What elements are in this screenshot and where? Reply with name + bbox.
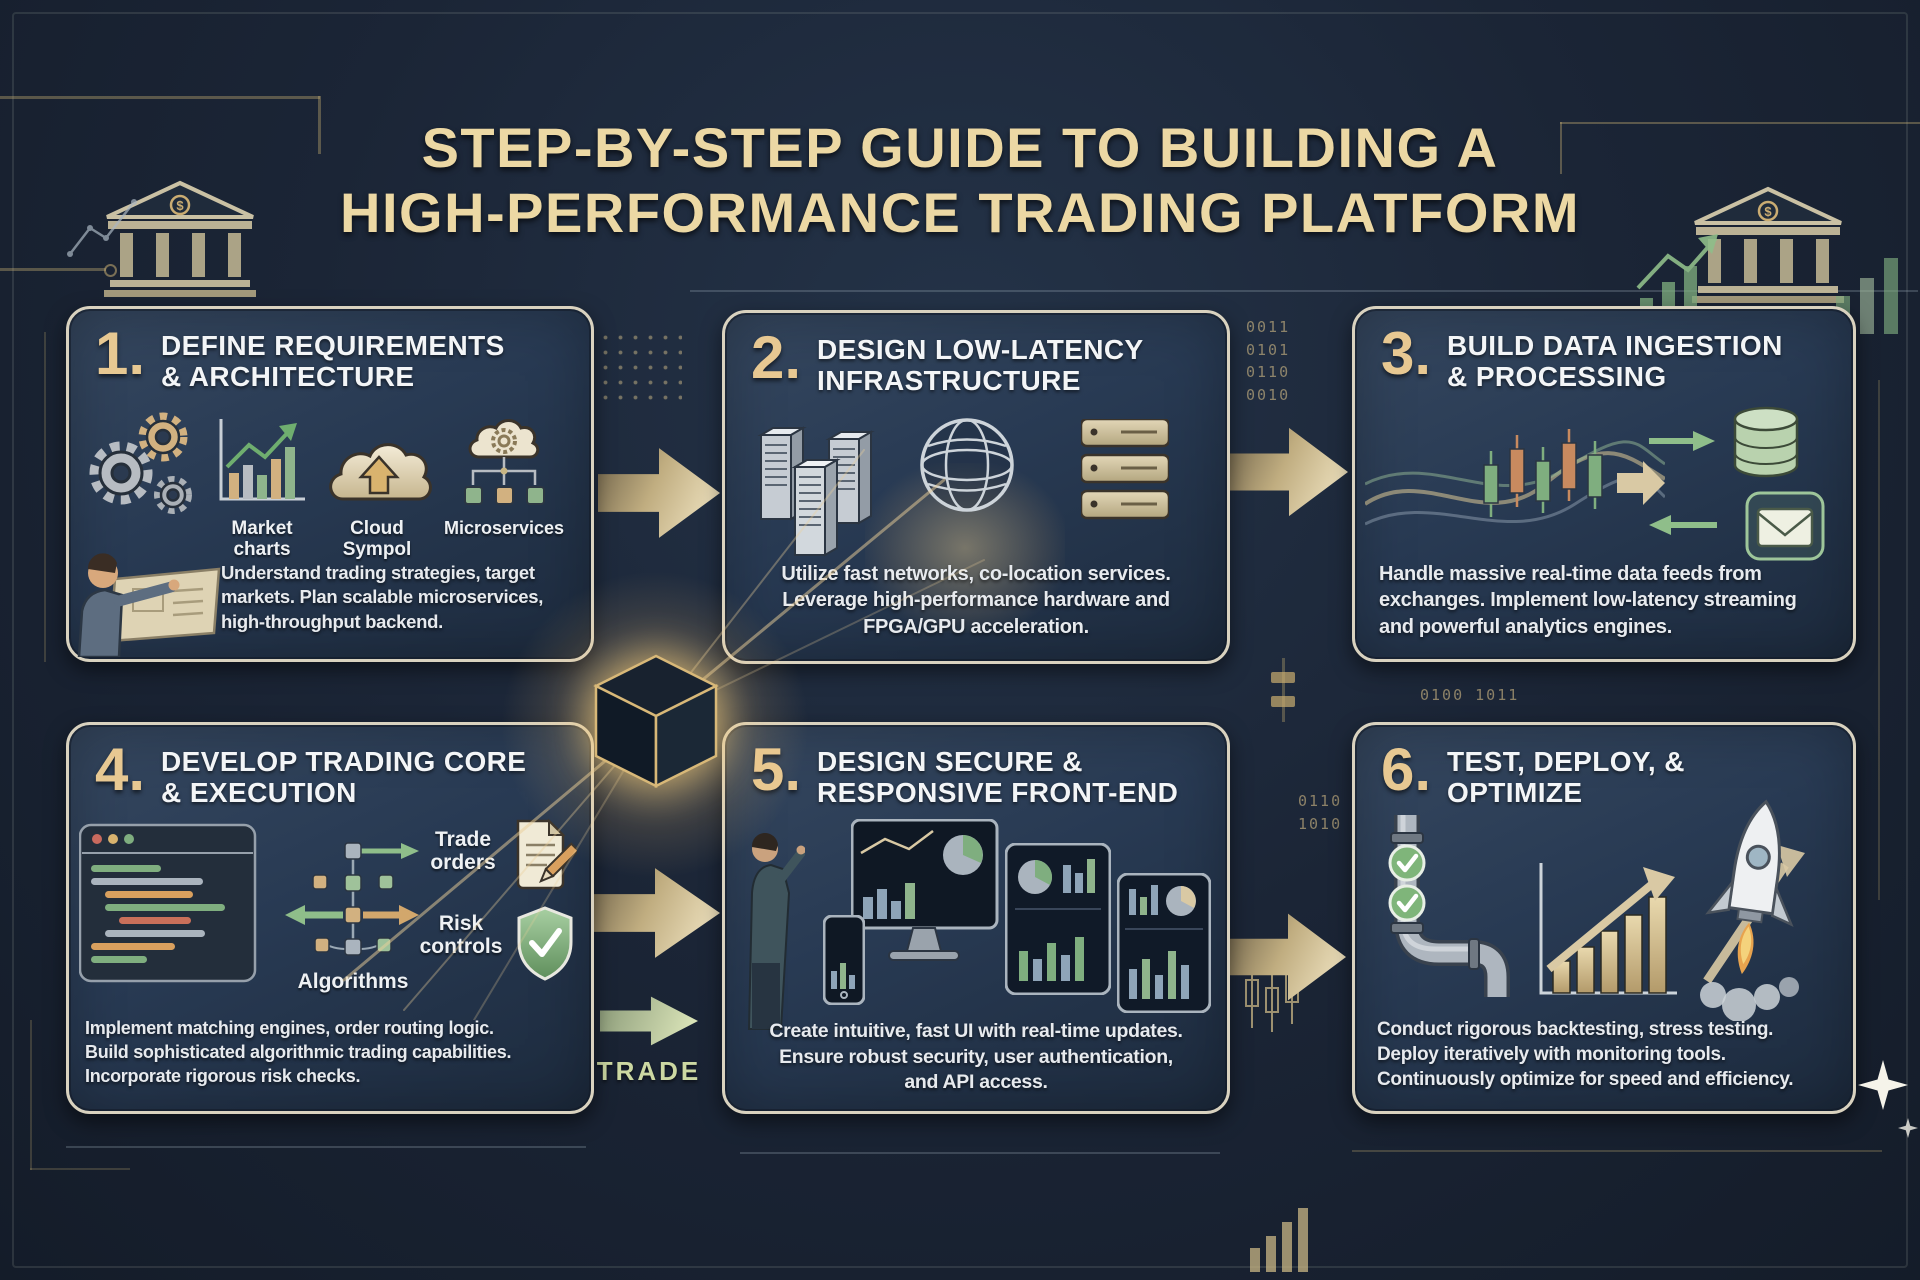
trade-arrow-icon [600,996,698,1046]
icon-label: Algorithms [297,970,409,993]
step-title: TEST, DEPLOY, & OPTIMIZE [1447,746,1685,808]
svg-text:$: $ [1764,204,1772,219]
step-description: Understand trading strategies, target ma… [221,562,544,632]
bank-building-icon: $ [1692,186,1844,303]
circuit-line [44,332,46,662]
step-4-header: 4. DEVELOP TRADING CORE & EXECUTION [95,736,577,809]
sparkle-icon [1898,1118,1918,1138]
step-number: 4. [95,736,146,803]
circuit-line [318,96,321,154]
flow-arrow-step4-to-5 [590,868,720,958]
icon-label: Risk controls [419,912,503,958]
circuit-line [1560,122,1920,124]
gears-icon [89,412,192,514]
dot-grid-decoration [598,330,682,404]
step-number: 1. [95,320,146,387]
binary-text-decoration: 0110 1010 [1298,792,1343,833]
market-chart-icon [219,419,305,501]
step-number: 2. [751,324,802,391]
database-envelope-icon [1649,406,1825,561]
flow-arrow-step1-to-2 [598,448,720,538]
step-description: Handle massive real-time data feeds from… [1379,563,1797,638]
flow-arrow-step2-to-3 [1230,427,1348,517]
circuit-node [104,264,117,277]
circuit-line [0,268,106,271]
trade-orders-document-icon [516,818,577,890]
microservices-icon [464,419,545,505]
step-5-panel: 5. DESIGN SECURE & RESPONSIVE FRONT-END [722,722,1230,1114]
tablet-charts-icon [1117,873,1211,1013]
circuit-capacitor [1271,696,1295,707]
page-title-line1: STEP-BY-STEP GUIDE TO BUILDING A [421,116,1499,179]
step-5-header: 5. DESIGN SECURE & RESPONSIVE FRONT-END [751,736,1213,809]
mini-bars-decoration [1250,1208,1308,1272]
icon-label: Cloud Sympol [342,518,412,560]
circuit-line [1282,658,1285,722]
glowing-cube-icon [593,654,719,789]
circuit-line [30,1020,32,1170]
circuit-line [1352,1150,1882,1152]
circuit-line [66,1146,586,1148]
trade-label: TRADE [596,1056,702,1086]
circuit-capacitor [1271,672,1295,683]
icon-label: Market charts [231,518,293,560]
circuit-line [30,1168,130,1170]
step-6-panel: 6. TEST, DEPLOY, & OPTIMIZE [1352,722,1856,1114]
circuit-line [740,1152,1220,1154]
step-6-header: 6. TEST, DEPLOY, & OPTIMIZE [1381,736,1839,809]
risk-shield-icon [517,906,573,981]
circuit-line [690,290,1918,292]
server-rack-icon [1081,419,1169,520]
step-1-panel: 1. DEFINE REQUIREMENTS & ARCHITECTURE [66,306,594,662]
circuit-line [1560,122,1562,174]
step-4-panel: 4. DEVELOP TRADING CORE & EXECUTION [66,722,594,1114]
svg-text:$: $ [176,198,184,213]
code-editor-icon [79,823,257,983]
step-1-header: 1. DEFINE REQUIREMENTS & ARCHITECTURE [95,320,577,393]
pipeline-icon [1388,815,1510,997]
step-number: 3. [1381,320,1432,387]
step-title: DEVELOP TRADING CORE & EXECUTION [161,746,527,808]
algorithm-diagram-icon [285,842,419,956]
binary-text-decoration: 0100 1011 [1420,686,1520,704]
analyst-person-icon [77,553,221,657]
page-title: STEP-BY-STEP GUIDE TO BUILDING A HIGH-PE… [0,116,1920,246]
tablet-dashboard-icon [1005,843,1111,995]
step-description: Conduct rigorous backtesting, stress tes… [1377,1019,1794,1091]
circuit-line [0,96,320,99]
icon-label: Trade orders [430,828,496,874]
step-description: Utilize fast networks, co-location servi… [781,563,1171,638]
page-title-line2: HIGH-PERFORMANCE TRADING PLATFORM [340,180,1580,244]
bank-building-icon: $ [104,180,256,297]
icon-label: Microservices [443,518,565,538]
step-number: 6. [1381,736,1432,803]
globe-icon [920,418,1014,512]
step-title: DESIGN SECURE & RESPONSIVE FRONT-END [817,746,1179,808]
step-2-header: 2. DESIGN LOW-LATENCY INFRASTRUCTURE [751,324,1213,397]
circuit-line [1878,380,1880,900]
candlestick-chart-icon [1365,429,1665,526]
phone-icon [823,915,865,1005]
server-towers-icon [757,426,875,557]
binary-text-decoration: 0011 0101 0110 0010 [1246,318,1291,404]
rocket-icon [1700,799,1805,1021]
step-title: DESIGN LOW-LATENCY INFRASTRUCTURE [817,334,1144,396]
sparkle-icon [1858,1060,1908,1110]
line-chart-decoration [67,199,137,257]
presenter-person-icon [747,832,805,1030]
growth-chart-icon [1539,863,1677,995]
cloud-upload-icon [329,443,432,501]
step-3-header: 3. BUILD DATA INGESTION & PROCESSING [1381,320,1839,393]
step-number: 5. [751,736,802,803]
step-title: DEFINE REQUIREMENTS & ARCHITECTURE [161,330,505,392]
step-description: Implement matching engines, order routin… [85,1018,512,1086]
monitor-dashboard-icon [851,819,999,961]
step-title: BUILD DATA INGESTION & PROCESSING [1447,330,1783,392]
step-description: Create intuitive, fast UI with real-time… [769,1020,1183,1094]
step-3-panel: 3. BUILD DATA INGESTION & PROCESSING [1352,306,1856,662]
step-2-panel: 2. DESIGN LOW-LATENCY INFRASTRUCTURE [722,310,1230,664]
